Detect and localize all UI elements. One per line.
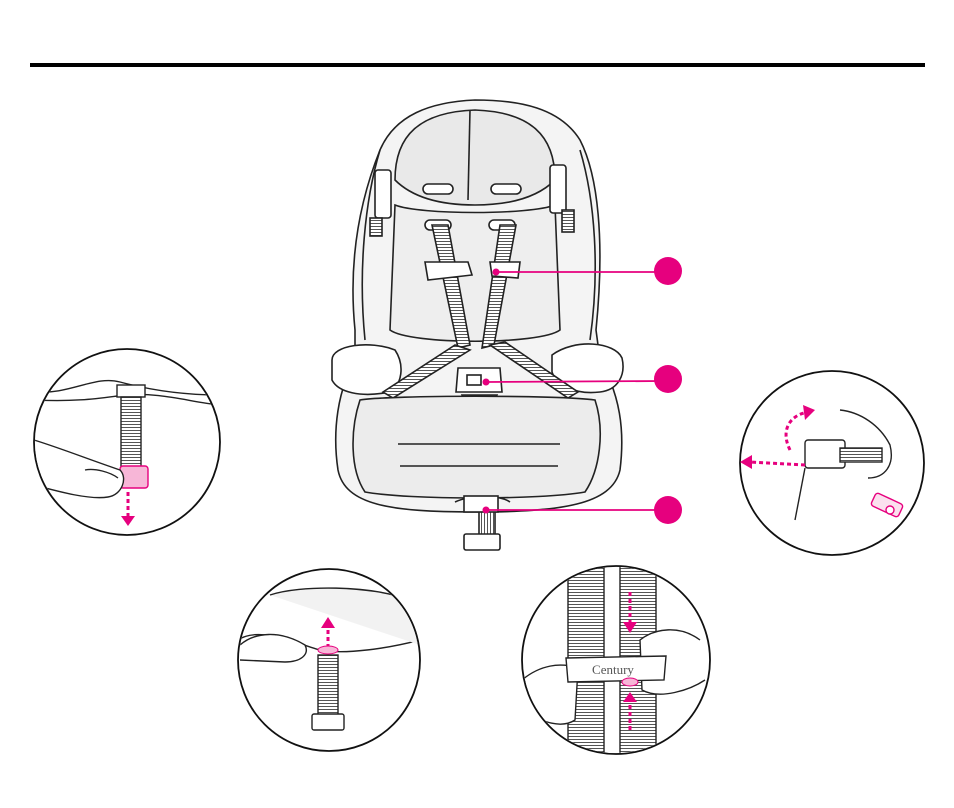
headrest bbox=[395, 110, 555, 205]
inset-chest-clip: Century bbox=[522, 565, 710, 765]
slot-right bbox=[491, 184, 521, 194]
inset-push-strap bbox=[238, 569, 420, 751]
inset-push-strap-webbing bbox=[318, 655, 338, 717]
crotch-strap-plate bbox=[464, 534, 500, 550]
header-rule bbox=[30, 63, 925, 67]
inset-pull-crotch-strap bbox=[34, 349, 220, 535]
callout-line-2 bbox=[486, 381, 665, 382]
seat-back bbox=[390, 205, 560, 341]
inset-brand-text: Century bbox=[592, 662, 634, 677]
callout-badge-1 bbox=[654, 257, 682, 285]
callout-badge-2 bbox=[654, 365, 682, 393]
car-seat bbox=[332, 100, 623, 550]
slot-left bbox=[423, 184, 453, 194]
callout-badge-3 bbox=[654, 496, 682, 524]
inset-adjuster bbox=[740, 371, 924, 555]
seat-cushion bbox=[353, 396, 600, 498]
inset-strap bbox=[121, 397, 141, 467]
